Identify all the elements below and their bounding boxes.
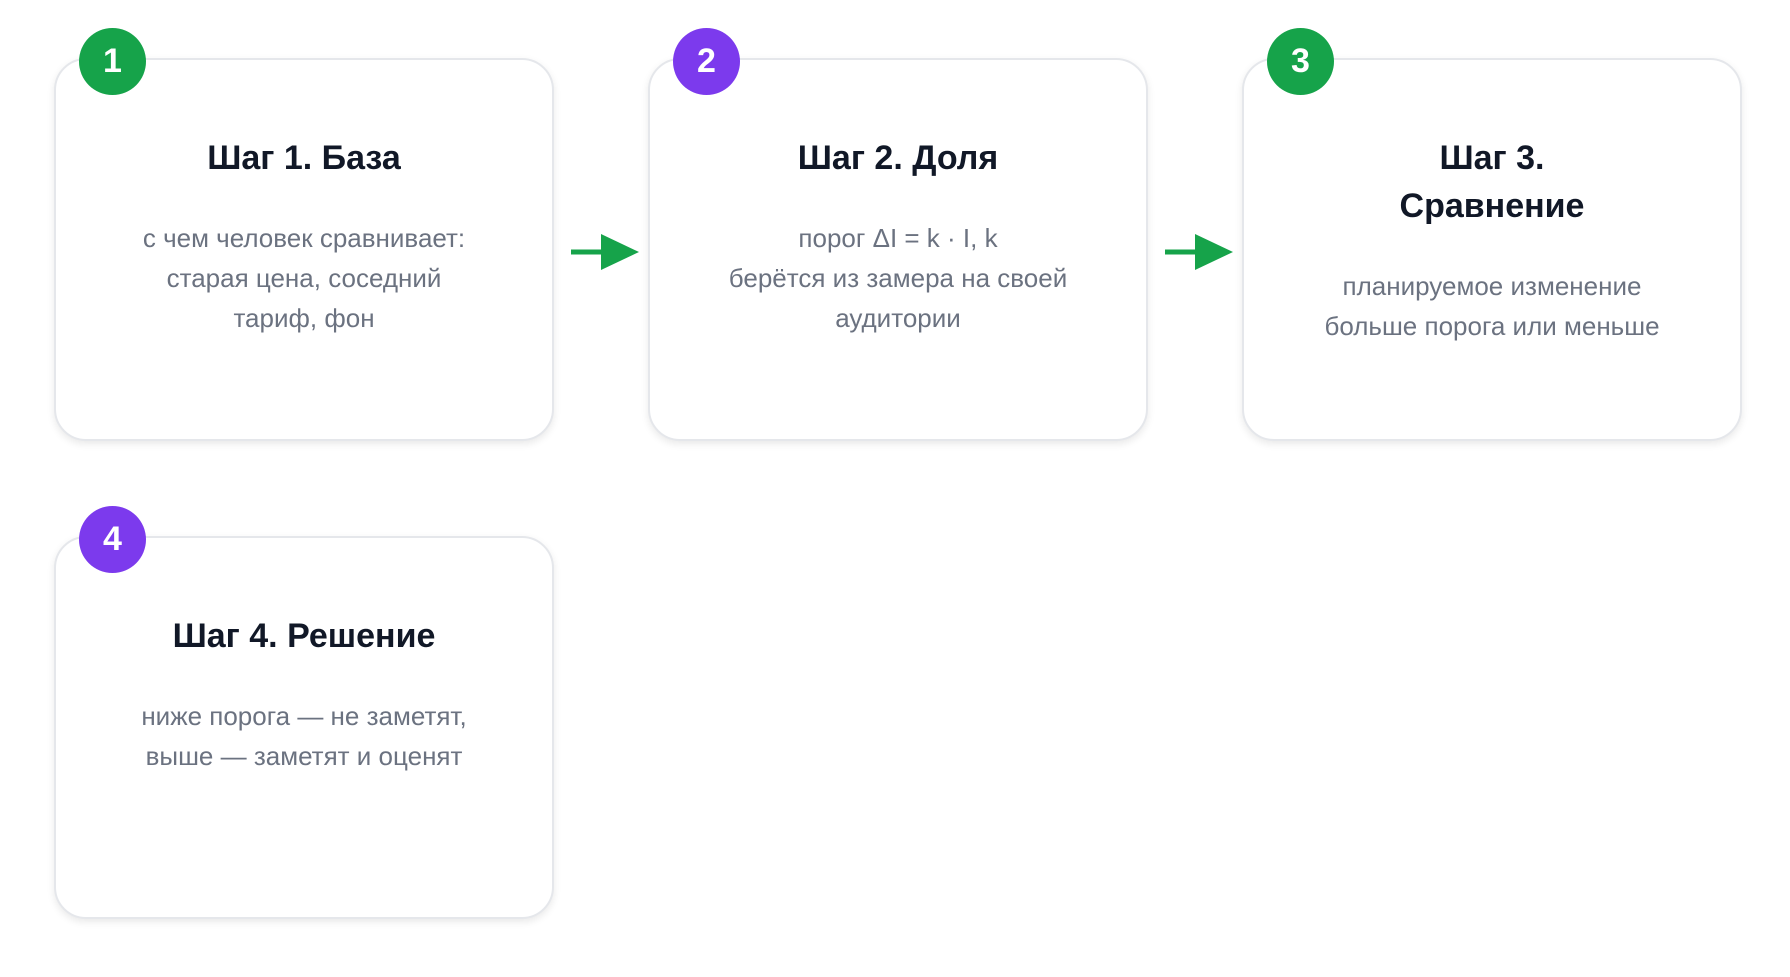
step-card-4: Шаг 4. Решение ниже порога — не заметят,… — [54, 536, 554, 919]
step-number-badge: 1 — [79, 28, 146, 95]
step-card-2: Шаг 2. Доля порог ΔI = k · I, k берётся … — [648, 58, 1148, 441]
step-description: порог ΔI = k · I, k берётся из замера на… — [680, 218, 1116, 338]
step-card-1: Шаг 1. База с чем человек сравнивает: ст… — [54, 58, 554, 441]
step-description-line: берётся из замера на своей — [728, 263, 1068, 293]
arrow-right-icon — [1165, 234, 1233, 270]
step-description-line: планируемое изменение — [1342, 271, 1642, 301]
arrow-right-icon — [571, 234, 639, 270]
step-card-3: Шаг 3. Сравнение планируемое изменение б… — [1242, 58, 1742, 441]
step-description: планируемое изменение больше порога или … — [1274, 266, 1710, 346]
step-description: ниже порога — не заметят, выше — заметят… — [100, 696, 508, 776]
step-description: с чем человек сравнивает: старая цена, с… — [100, 218, 508, 338]
step-number-badge: 3 — [1267, 28, 1334, 95]
step-title: Шаг 3. Сравнение — [1264, 134, 1720, 230]
step-description-line: порог ΔI = k · I, k — [798, 223, 998, 253]
step-title-line: Шаг 3. — [1439, 139, 1545, 177]
step-description-line: с чем человек сравнивает: — [142, 223, 466, 253]
step-title-line: Сравнение — [1399, 187, 1585, 225]
step-number-badge: 2 — [673, 28, 740, 95]
step-title: Шаг 4. Решение — [172, 617, 436, 655]
step-description-line: выше — заметят и оценят — [145, 741, 463, 771]
step-title: Шаг 2. Доля — [797, 139, 999, 177]
step-description-line: старая цена, соседний — [166, 263, 442, 293]
step-description-line: ниже порога — не заметят, — [141, 701, 467, 731]
step-title: Шаг 1. База — [207, 139, 401, 177]
step-number-badge: 4 — [79, 506, 146, 573]
step-description-line: больше порога или меньше — [1324, 311, 1660, 341]
step-description-line: тариф, фон — [233, 303, 375, 333]
step-description-line: аудитории — [835, 303, 961, 333]
